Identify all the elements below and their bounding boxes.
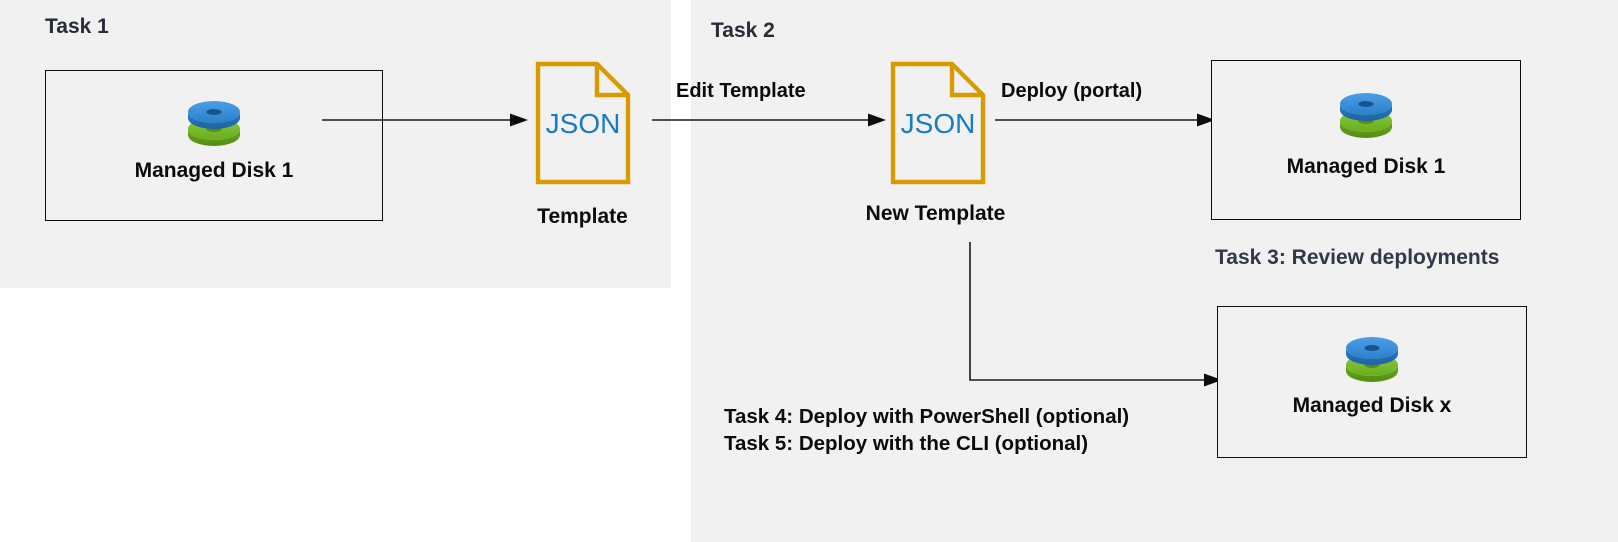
deploy-scripted-elbow-arrow: [969, 242, 1222, 387]
deploy-portal-label: Deploy (portal): [1001, 80, 1143, 102]
managed-disk-icon: [1341, 329, 1403, 396]
optional-tasks-annotation: Task 4: Deploy with PowerShell (optional…: [724, 403, 1129, 457]
deploy-portal-arrow: [995, 113, 1215, 127]
managed-disk-1-deployed-caption: Managed Disk 1: [1286, 155, 1446, 178]
task5-annotation: Task 5: Deploy with the CLI (optional): [724, 432, 1089, 455]
json-label: JSON: [546, 108, 621, 139]
managed-disk-1-source-caption: Managed Disk 1: [134, 159, 294, 182]
edit-template-arrow: [652, 113, 886, 127]
managed-disk-1-source-box: Managed Disk 1: [45, 70, 383, 221]
edit-template-label: Edit Template: [676, 80, 806, 102]
managed-disk-1-deployed-box: Managed Disk 1: [1211, 60, 1521, 220]
task2-label: Task 2: [711, 19, 775, 42]
task4-annotation: Task 4: Deploy with PowerShell (optional…: [724, 405, 1130, 428]
managed-disk-x-caption: Managed Disk x: [1292, 394, 1452, 417]
template-caption: Template: [537, 205, 628, 228]
task1-label: Task 1: [45, 15, 109, 38]
json-label: JSON: [901, 108, 976, 139]
new-template-caption: New Template: [865, 202, 1006, 225]
json-new-template-document: JSON: [890, 61, 986, 190]
task3-annotation: Task 3: Review deployments: [1215, 246, 1500, 269]
managed-disk-x-box: Managed Disk x: [1217, 306, 1527, 458]
managed-disk-icon: [1335, 85, 1397, 152]
json-template-document: JSON: [535, 61, 631, 190]
export-template-arrow: [322, 113, 528, 127]
managed-disk-icon: [183, 93, 245, 160]
